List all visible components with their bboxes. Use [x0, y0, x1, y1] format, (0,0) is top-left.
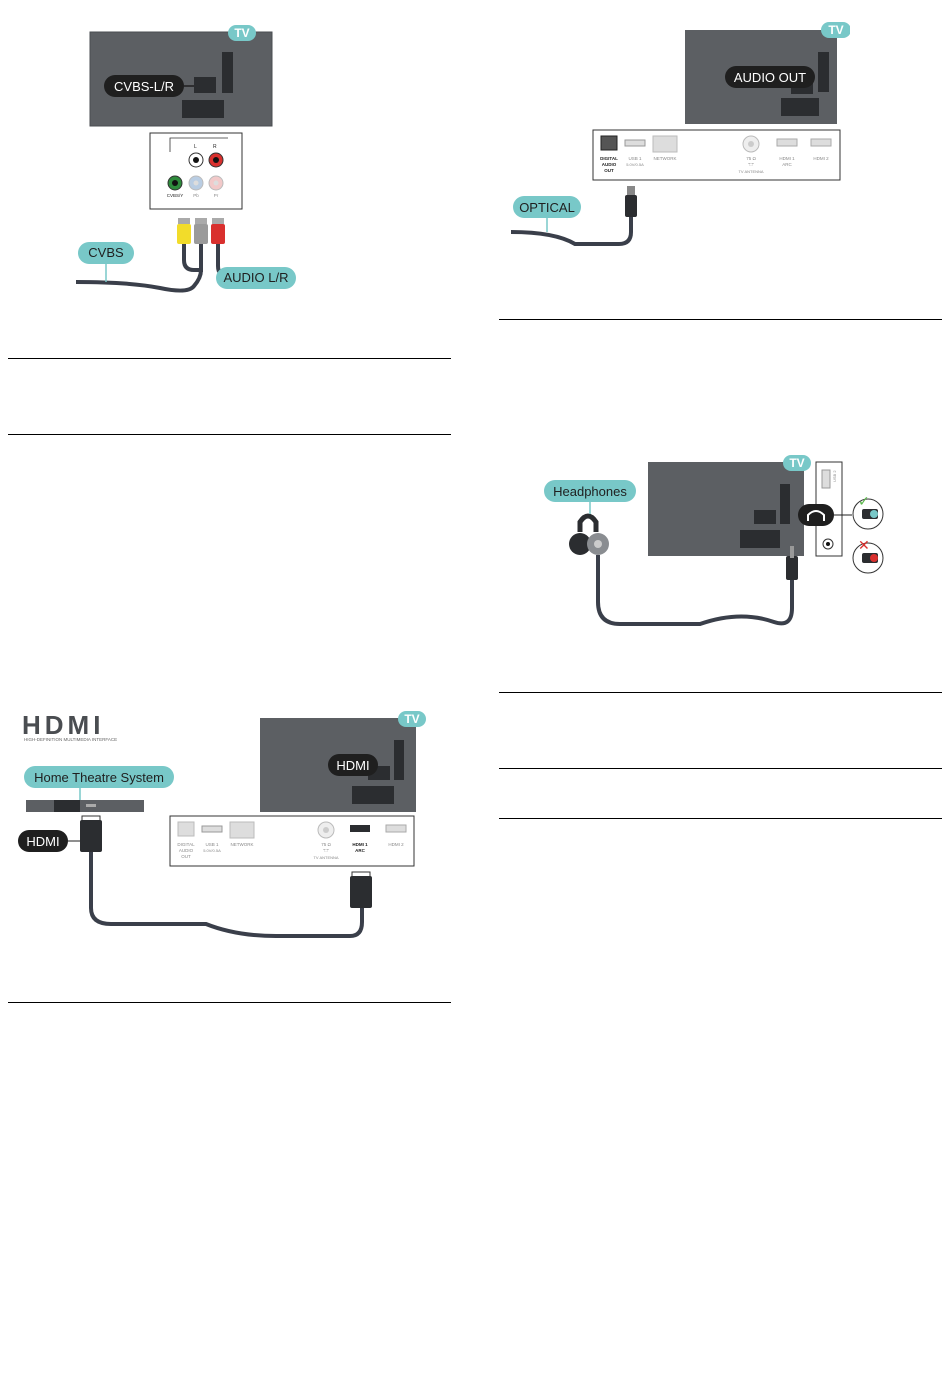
panel-usb-sub: 5.0V/0.5A — [203, 848, 221, 853]
hdmi-logo-sub: HIGH-DEFINITION MULTIMEDIA INTERFACE — [24, 737, 117, 742]
panel-hdmi1-sub: ARC — [782, 162, 792, 167]
panel-usb2: USB 2 — [832, 470, 837, 482]
port-label-pill — [725, 66, 815, 88]
panel-audio: AUDIO — [179, 848, 194, 853]
panel-hdmi2: HDMI 2 — [388, 842, 404, 847]
panel-ant1: 75 Ω — [321, 842, 331, 847]
panel-out: OUT — [181, 854, 191, 859]
tv-port — [222, 52, 233, 93]
home-theatre-device — [26, 800, 144, 812]
panel-out: OUT — [604, 168, 614, 173]
panel-usb: USB 1 — [205, 842, 219, 847]
panel-r-label: R — [213, 144, 217, 150]
optical-cable-label: OPTICAL — [519, 200, 575, 215]
tv-badge-text: TV — [828, 23, 843, 37]
tv-badge — [228, 25, 256, 41]
divider — [499, 319, 942, 320]
ok-check-icon: ✓ — [858, 493, 870, 509]
connector-panel — [169, 815, 415, 867]
jack-plug — [786, 556, 798, 580]
port-label: HDMI — [336, 758, 369, 773]
hdmi-logo: HDMI — [22, 710, 104, 740]
cable — [596, 555, 794, 626]
panel-l-label: L — [194, 144, 197, 150]
hdmi-diagram: HDMI HIGH-DEFINITION MULTIMEDIA INTERFAC… — [18, 710, 426, 938]
headphone-port-pill — [798, 504, 834, 526]
cable — [89, 852, 364, 938]
panel-usb-sub: 5.0V/0.5A — [626, 162, 644, 167]
tv-badge-text: TV — [404, 712, 419, 726]
port-label-pill — [104, 75, 184, 97]
panel-network: NETWORK — [654, 156, 677, 161]
optical-diagram: TV AUDIO OUT DIGITAL AUDIO OUT USB 1 5.0… — [510, 22, 850, 246]
audio-cable-label: AUDIO L/R — [223, 270, 288, 285]
panel-cvbs-label: CVBS/Y — [167, 193, 184, 198]
device-label: Home Theatre System — [34, 770, 164, 785]
panel-hdmi2: HDMI 2 — [813, 156, 829, 161]
divider — [499, 692, 942, 693]
panel-ant1: 75 Ω — [746, 156, 756, 161]
tv-badge-text: TV — [234, 26, 249, 40]
headphones-label: Headphones — [553, 484, 627, 499]
tv-badge — [821, 22, 850, 38]
tv-badge-text: TV — [789, 456, 804, 470]
rca-plugs — [177, 218, 225, 244]
divider — [8, 434, 451, 435]
connector-panel — [149, 132, 243, 210]
bad-cross-icon: ✕ — [858, 537, 870, 553]
port-label-pill — [328, 754, 378, 776]
headphones-diagram: TV USB 2 ✓ ✕ Headphones — [544, 455, 884, 626]
optical-cable-pill — [513, 196, 581, 218]
divider — [499, 818, 942, 819]
cable — [75, 269, 203, 293]
device-pill — [24, 766, 174, 788]
panel-hdmi1: HDMI 1 — [352, 842, 368, 847]
panel-pr-label: Pr — [214, 193, 219, 198]
headphones-pill — [544, 480, 636, 502]
panel-ant2: "□" — [323, 848, 329, 853]
panel-pb-label: Pb — [193, 193, 199, 198]
panel-hdmi1-sub: ARC — [355, 848, 365, 853]
divider — [8, 358, 451, 359]
optical-plug — [625, 195, 637, 217]
hdmi-cable-label: HDMI — [26, 834, 59, 849]
panel-ant2: "□" — [748, 162, 754, 167]
divider — [8, 1002, 451, 1003]
headphones-icon — [577, 513, 599, 532]
connector-panel — [592, 129, 841, 181]
audio-cable-pill — [216, 267, 296, 289]
hdmi-plug-right — [350, 876, 372, 908]
cvbs-cable-pill — [78, 242, 134, 264]
divider — [499, 768, 942, 769]
panel-ant3: TV ANTENNA — [313, 855, 338, 860]
cvbs-diagram: TV CVBS-L/R L R CVBS/Y Pb Pr CVBS AUDIO … — [75, 25, 296, 293]
cvbs-cable-label: CVBS — [88, 245, 124, 260]
panel-ant3: TV ANTENNA — [738, 169, 763, 174]
hdmi-cable-pill — [18, 830, 68, 852]
headphone-icon — [807, 510, 825, 521]
panel-usb: USB 1 — [628, 156, 642, 161]
panel-network: NETWORK — [231, 842, 254, 847]
tv-badge — [398, 711, 426, 727]
panel-digital: DIGITAL — [177, 842, 195, 847]
hdmi-plug-left — [80, 820, 102, 852]
cable — [510, 217, 633, 246]
panel-digital: DIGITAL — [600, 156, 618, 161]
panel-audio: AUDIO — [602, 162, 617, 167]
port-label: CVBS-L/R — [114, 79, 174, 94]
tv-badge — [783, 455, 811, 471]
port-label: AUDIO OUT — [734, 70, 806, 85]
panel-hdmi1: HDMI 1 — [779, 156, 795, 161]
